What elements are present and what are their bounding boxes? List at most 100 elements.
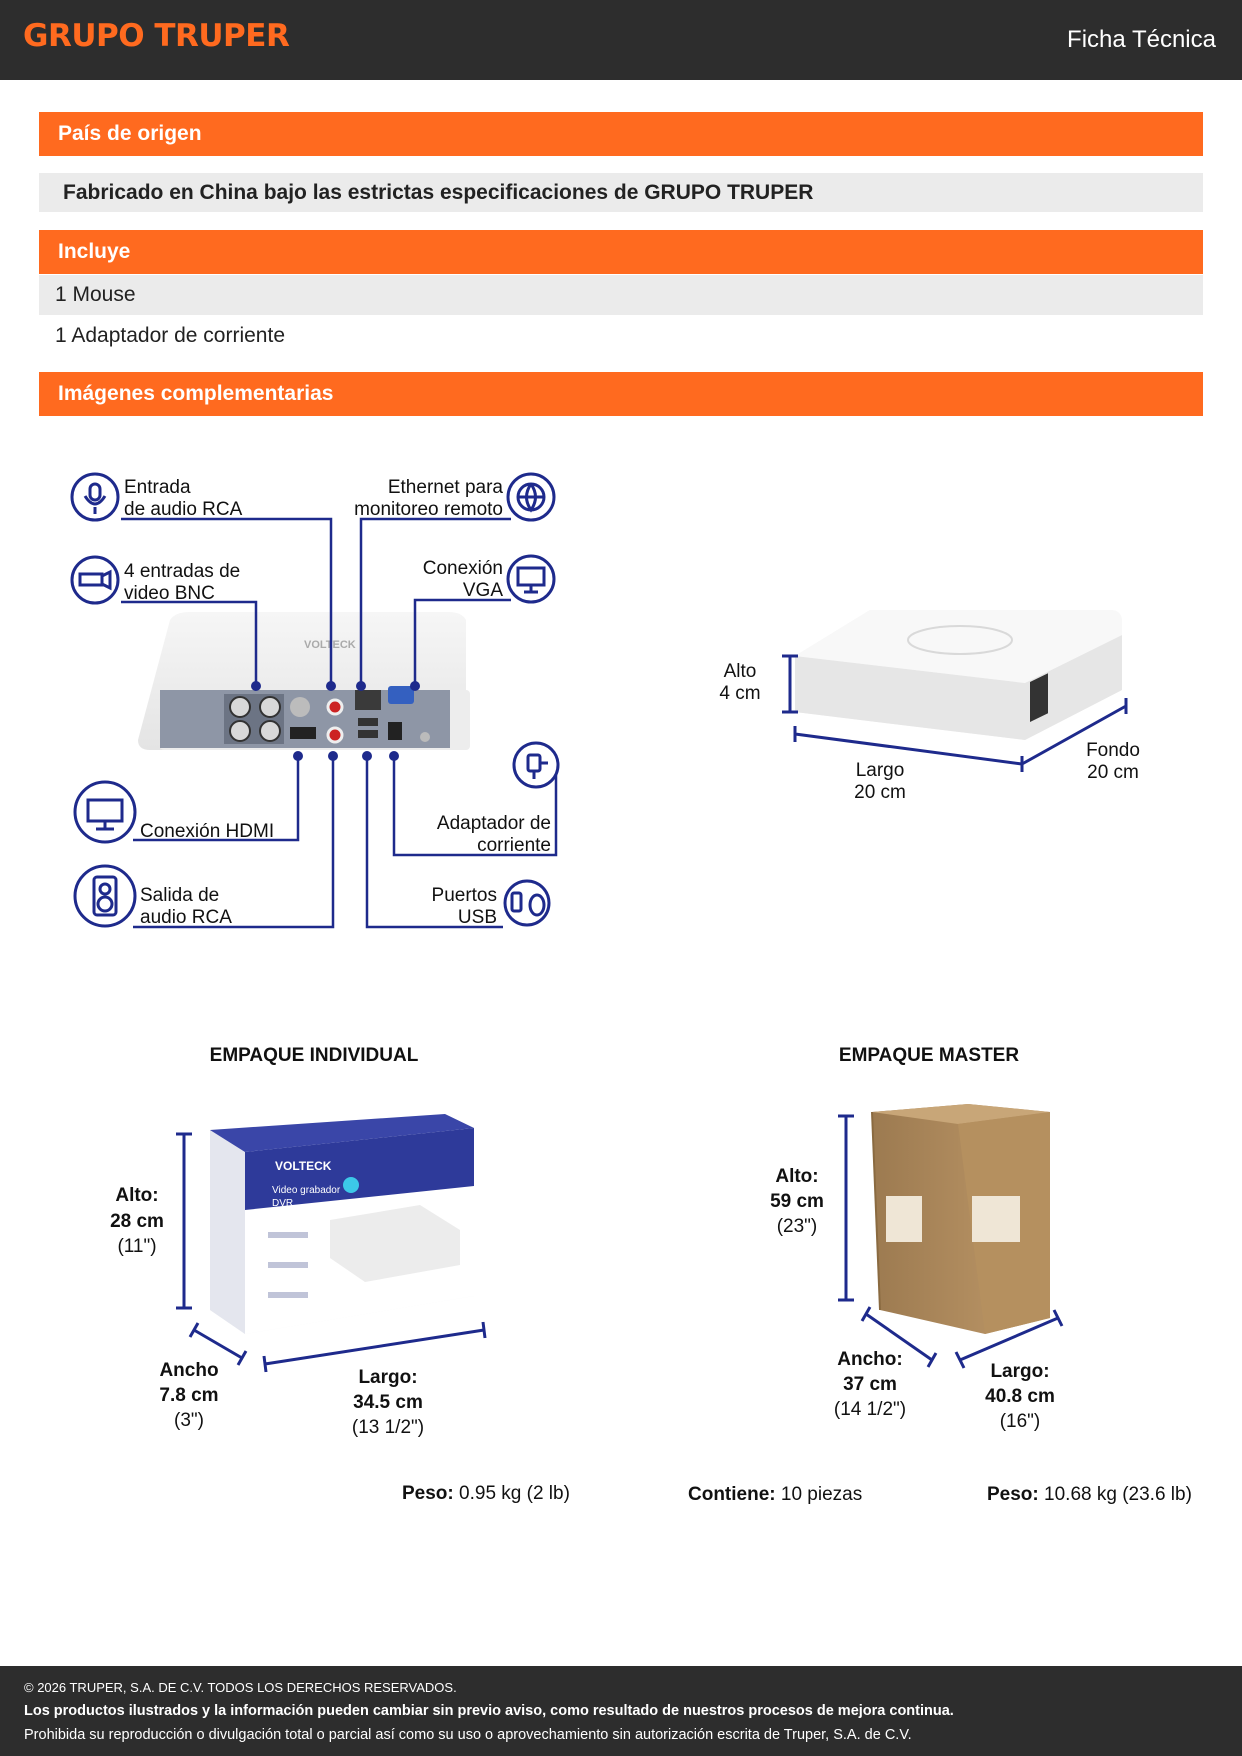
dvr-dimensions-image	[782, 610, 1128, 772]
footer-copyright: © 2026 TRUPER, S.A. DE C.V. TODOS LOS DE…	[24, 1680, 457, 1695]
box-product: DVR	[272, 1198, 293, 1209]
box-brand: VOLTECK	[275, 1159, 332, 1173]
svg-text:monitoreo remoto: monitoreo remoto	[354, 499, 503, 520]
svg-text:(3"): (3")	[174, 1410, 204, 1431]
dim-alto: Alto	[724, 661, 757, 682]
dvr-rear-image	[138, 612, 470, 750]
usb-label: Puertos	[432, 885, 497, 906]
individual-dimension-lines	[176, 1132, 487, 1373]
mas-weight: Peso: 10.68 kg (23.6 lb)	[987, 1484, 1192, 1505]
svg-text:37 cm: 37 cm	[843, 1374, 897, 1395]
power-label: Adaptador de	[437, 813, 551, 834]
svg-text:28 cm: 28 cm	[110, 1211, 164, 1232]
svg-text:40.8 cm: 40.8 cm	[985, 1386, 1055, 1407]
svg-text:Largo:: Largo:	[990, 1361, 1049, 1382]
ind-largo-in: (13 1/2")	[352, 1417, 424, 1438]
section-origin-title: País de origen	[39, 112, 1203, 156]
svg-text:VGA: VGA	[463, 580, 503, 601]
mas-contents: Contiene: 10 piezas	[688, 1484, 862, 1505]
svg-text:(14 1/2"): (14 1/2")	[834, 1399, 906, 1420]
dim-fondo: Fondo	[1086, 740, 1140, 761]
video-bnc-label: 4 entradas de	[124, 561, 240, 582]
callout-dots	[251, 681, 420, 761]
vga-label: VGA	[463, 580, 503, 601]
doc-type-title: Ficha Técnica	[1067, 26, 1216, 53]
complementary-images: VOLTECK	[70, 472, 1192, 1505]
svg-text:Alto:: Alto:	[775, 1166, 818, 1187]
ind-ancho-cm: 7.8 cm	[159, 1385, 218, 1406]
audio-out-label: audio RCA	[140, 907, 232, 928]
svg-text:4 entradas de: 4 entradas de	[124, 561, 240, 582]
usb-label: USB	[458, 907, 497, 928]
hdmi-label: Conexión HDMI	[140, 821, 274, 842]
power-plug-icon	[512, 741, 560, 789]
ethernet-label: monitoreo remoto	[354, 499, 503, 520]
svg-text:Entrada: Entrada	[124, 477, 191, 498]
audio-in-label: de audio RCA	[124, 499, 243, 520]
dim-largo: Largo	[856, 760, 905, 781]
ind-weight: Peso: 0.95 kg (2 lb)	[402, 1483, 570, 1504]
ethernet-label: Ethernet para	[388, 477, 504, 498]
mas-ancho-in: (14 1/2")	[834, 1399, 906, 1420]
box-product: Video grabador	[272, 1185, 341, 1196]
svg-text:Adaptador de: Adaptador de	[437, 813, 551, 834]
svg-text:Alto: Alto	[724, 661, 757, 682]
ind-ancho: Ancho	[159, 1360, 218, 1381]
ind-alto-in: (11")	[117, 1236, 156, 1257]
page-footer: © 2026 TRUPER, S.A. DE C.V. TODOS LOS DE…	[0, 1666, 1242, 1756]
svg-text:DVR: DVR	[272, 1198, 293, 1209]
mas-largo: Largo:	[990, 1361, 1049, 1382]
dim-largo-value: 20 cm	[854, 782, 906, 803]
mas-alto-in: (23")	[777, 1216, 818, 1237]
svg-text:(11"): (11")	[117, 1236, 156, 1257]
ind-ancho-in: (3")	[174, 1410, 204, 1431]
ind-largo-cm: 34.5 cm	[353, 1392, 423, 1413]
individual-box-image	[210, 1114, 474, 1334]
ind-alto-cm: 28 cm	[110, 1211, 164, 1232]
includes-item: 1 Adaptador de corriente	[55, 324, 285, 347]
origin-text: Fabricado en China bajo las estrictas es…	[39, 173, 1203, 212]
svg-text:de audio RCA: de audio RCA	[124, 499, 243, 520]
svg-text:audio RCA: audio RCA	[140, 907, 232, 928]
svg-text:20 cm: 20 cm	[854, 782, 906, 803]
svg-text:Largo:: Largo:	[358, 1367, 417, 1388]
svg-text:20 cm: 20 cm	[1087, 762, 1139, 783]
master-pack-title: EMPAQUE MASTER	[839, 1045, 1019, 1066]
svg-text:4 cm: 4 cm	[719, 683, 760, 704]
mas-alto-cm: 59 cm	[770, 1191, 824, 1212]
ind-largo: Largo:	[358, 1367, 417, 1388]
brand-logo: GRUPO TRUPER	[23, 18, 290, 54]
svg-text:34.5 cm: 34.5 cm	[353, 1392, 423, 1413]
microphone-icon	[70, 472, 120, 522]
svg-text:Alto:: Alto:	[115, 1185, 158, 1206]
mas-largo-in: (16")	[1000, 1411, 1041, 1432]
dim-fondo-value: 20 cm	[1087, 762, 1139, 783]
audio-out-label: Salida de	[140, 885, 219, 906]
svg-text:Ethernet para: Ethernet para	[388, 477, 504, 498]
svg-text:corriente: corriente	[477, 835, 551, 856]
power-label: corriente	[477, 835, 551, 856]
tv-icon	[73, 780, 137, 844]
callout-lines	[121, 517, 558, 929]
mas-largo-cm: 40.8 cm	[985, 1386, 1055, 1407]
svg-text:59 cm: 59 cm	[770, 1191, 824, 1212]
includes-item: 1 Mouse	[39, 275, 1203, 315]
mas-alto: Alto:	[775, 1166, 818, 1187]
mas-ancho: Ancho:	[837, 1349, 902, 1370]
master-dimension-lines	[838, 1114, 1064, 1369]
vga-label: Conexión	[423, 558, 503, 579]
svg-text:(23"): (23")	[777, 1216, 818, 1237]
svg-text:Puertos: Puertos	[432, 885, 497, 906]
svg-text:video BNC: video BNC	[124, 583, 215, 604]
footer-prohibition: Prohibida su reproducción o divulgación …	[24, 1727, 912, 1743]
svg-text:Salida de: Salida de	[140, 885, 219, 906]
audio-in-label: Entrada	[124, 477, 191, 498]
svg-text:Ancho: Ancho	[159, 1360, 218, 1381]
svg-text:Video grabador: Video grabador	[272, 1185, 341, 1196]
ind-alto: Alto:	[115, 1185, 158, 1206]
mas-ancho-cm: 37 cm	[843, 1374, 897, 1395]
footer-notice: Los productos ilustrados y la informació…	[24, 1703, 954, 1719]
monitor-icon	[506, 554, 556, 604]
master-box-image	[871, 1104, 1050, 1334]
svg-text:Fondo: Fondo	[1086, 740, 1140, 761]
